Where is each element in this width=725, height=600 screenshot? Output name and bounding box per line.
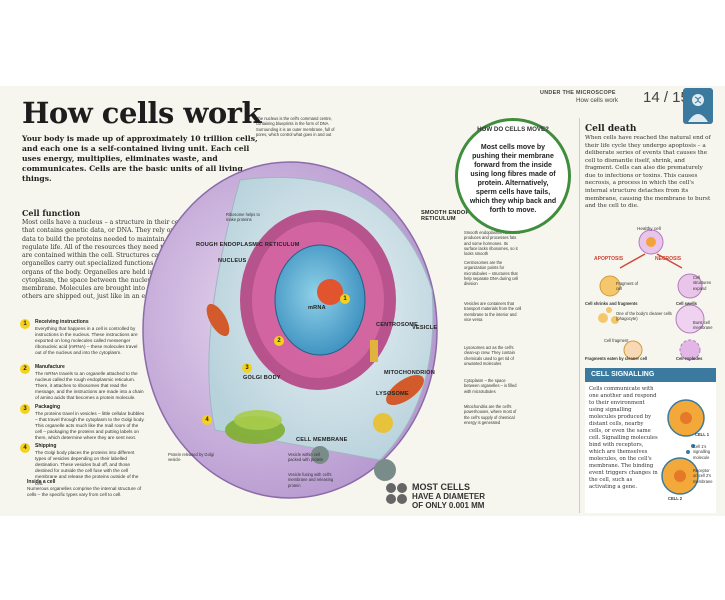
cell-illustration xyxy=(142,161,438,499)
step-2-marker: 2 xyxy=(20,364,30,374)
lysosome-callout: Lysosomes act as the cell's clean-up cre… xyxy=(464,345,515,366)
mitochondrion-shape-2 xyxy=(206,303,230,337)
vesicle-shape-2 xyxy=(374,459,396,481)
section-label: UNDER THE MICROSCOPE xyxy=(540,90,616,96)
step-3-title: Packaging xyxy=(35,404,61,410)
cell-function-heading: Cell function xyxy=(22,208,81,218)
vesicle-label: VESICLE xyxy=(412,325,438,331)
cell-movement-bubble: HOW DO CELLS MOVE? Most cells move by pu… xyxy=(455,118,571,234)
mitochondrion-shape xyxy=(386,374,424,406)
cell-death-text: When cells have reached the natural end … xyxy=(585,135,711,210)
section-subtitle: How cells work xyxy=(576,97,618,104)
fragments xyxy=(598,313,608,323)
ribosome-callout: Ribosome helps to make proteins xyxy=(226,212,260,223)
golgi-label: GOLGI BODY xyxy=(243,375,281,381)
mitochondria-callout: Mitochondria are the cell's powerhouses,… xyxy=(464,404,517,425)
column-divider xyxy=(579,118,580,513)
cell-death-heading: Cell death xyxy=(585,124,637,134)
nucleus-label: NUCLEUS xyxy=(218,258,247,264)
thumb-tab xyxy=(683,88,713,124)
step-3-marker: 3 xyxy=(20,404,30,414)
page-number: 14 / 15 xyxy=(643,89,689,106)
healthy-cell-label: Healthy cell xyxy=(637,226,661,231)
smooth-er-label: SMOOTH ENDOPLASMIC RETICULUM xyxy=(421,210,493,222)
signalling-molecule-label: Cell 1's signalling molecule xyxy=(693,444,711,460)
cell-signalling-box xyxy=(585,368,716,513)
step-4-marker: 4 xyxy=(20,443,30,453)
step-3-text: The proteins travel in vesicles – little… xyxy=(35,411,145,441)
cell-signalling-header xyxy=(585,368,716,382)
dna-head-icon xyxy=(688,94,708,122)
lysosome-label: LYSOSOME xyxy=(376,391,409,397)
step-2-title: Manufacture xyxy=(35,364,65,370)
swelling-cell xyxy=(675,304,705,334)
necrosis-label: NECROSIS xyxy=(655,256,682,262)
lysosome-shape xyxy=(373,413,393,433)
vesicle-fusing-callout: Vesicle fusing with cell's membrane and … xyxy=(288,472,334,488)
cell-fragment-label: Cell fragment xyxy=(604,338,629,343)
page-title: How cells work xyxy=(22,96,262,130)
diagram-marker-4: 4 xyxy=(202,415,212,425)
step-2-text: The mRNA travels to an organelle attache… xyxy=(35,371,144,401)
vesicle-callout: Vesicles are containers that transport m… xyxy=(464,301,522,322)
cell-membrane-label: CELL MEMBRANE xyxy=(296,437,348,443)
receptor-label: Receptor on cell 2's membrane xyxy=(693,468,713,484)
cell-signalling-text: Cells communicate with one another and r… xyxy=(589,386,658,491)
inside-cell-heading: Inside a cell xyxy=(27,479,56,485)
cell-signalling-heading: CELL SIGNALLING xyxy=(591,371,655,378)
step-1-text: Everything that happens in a cell is con… xyxy=(35,326,138,356)
cell-diameter-stat: MOST CELLS HAVE A DIAMETER OF ONLY 0.001… xyxy=(412,482,485,510)
apoptosis-cell xyxy=(599,275,621,297)
fragment-label: Fragment of cell xyxy=(616,281,639,292)
cell-death-diagram xyxy=(598,229,705,361)
centrosome-callout: Centrosomes are the organization points … xyxy=(464,260,519,287)
nucleus-callout: The nucleus is the cell's command centre… xyxy=(256,116,335,137)
signalling-diagram xyxy=(661,399,705,495)
vesicle-protein-callout: Vesicle within cell packed with protein xyxy=(288,452,324,463)
phagocyte xyxy=(623,340,643,360)
cell-function-text: Most cells have a nucleus – a structure … xyxy=(22,219,200,301)
shrinks-label: Cell shrinks and fragments xyxy=(585,301,638,306)
cytoplasm-callout: Cytoplasm – the space between organelles… xyxy=(464,378,517,394)
smooth-er-callout: Smooth endoplasmic reticulum produces an… xyxy=(464,230,520,257)
eaten-label: Fragments eaten by cleaner cell xyxy=(585,356,648,361)
swells-label: Cell swells xyxy=(676,301,697,306)
intro-text: Your body is made up of approximately 10… xyxy=(22,134,258,184)
mrna-label: mRNA xyxy=(308,305,326,311)
necrosis-cell xyxy=(677,273,703,299)
diagram-marker-1: 1 xyxy=(340,294,350,304)
cell-cluster-icon xyxy=(386,483,407,504)
step-1-title: Receiving instructions xyxy=(35,319,89,325)
step-1-marker: 1 xyxy=(20,319,30,329)
mitochondrion-label: MITOCHONDRION xyxy=(384,370,435,376)
diagram-marker-3: 3 xyxy=(242,363,252,373)
bubble-text: Most cells move by pushing their membran… xyxy=(469,144,557,214)
phagocyte-label: One of the body's cleaner cells (phagocy… xyxy=(616,311,672,322)
structures-expand-label: Cell structures expand xyxy=(693,275,711,291)
inside-cell-text: Numerous organelles comprise the interna… xyxy=(27,486,142,498)
diagram-marker-2: 2 xyxy=(274,336,284,346)
step-4-title: Shipping xyxy=(35,443,57,449)
exploded-cell xyxy=(679,339,701,361)
cell-1-label: CELL 1 xyxy=(695,432,710,437)
burst-membrane-label: Burst cell membrane xyxy=(693,320,713,331)
centrosome-shape xyxy=(370,340,378,362)
explodes-label: Cell explodes xyxy=(676,356,703,361)
stat-line-1: MOST CELLS xyxy=(412,482,470,492)
cell-2-label: CELL 2 xyxy=(668,496,683,501)
step-4-text: The Golgi body places the proteins into … xyxy=(35,450,139,486)
protein-released-callout: Protein released by Golgi vesicle xyxy=(168,452,214,463)
centrosome-label: CENTROSOME xyxy=(376,322,419,328)
rough-er-label: ROUGH ENDOPLASMIC RETICULUM xyxy=(196,242,300,248)
apoptosis-label: APOPTOSIS xyxy=(594,256,624,262)
stat-line-2: HAVE A DIAMETER xyxy=(412,492,486,501)
nucleolus-shape xyxy=(317,279,343,305)
bubble-heading: HOW DO CELLS MOVE? xyxy=(477,126,549,133)
golgi-shape-2 xyxy=(234,410,282,430)
vesicle-shape xyxy=(311,446,329,464)
stat-line-3: OF ONLY 0.001 MM xyxy=(412,501,485,510)
